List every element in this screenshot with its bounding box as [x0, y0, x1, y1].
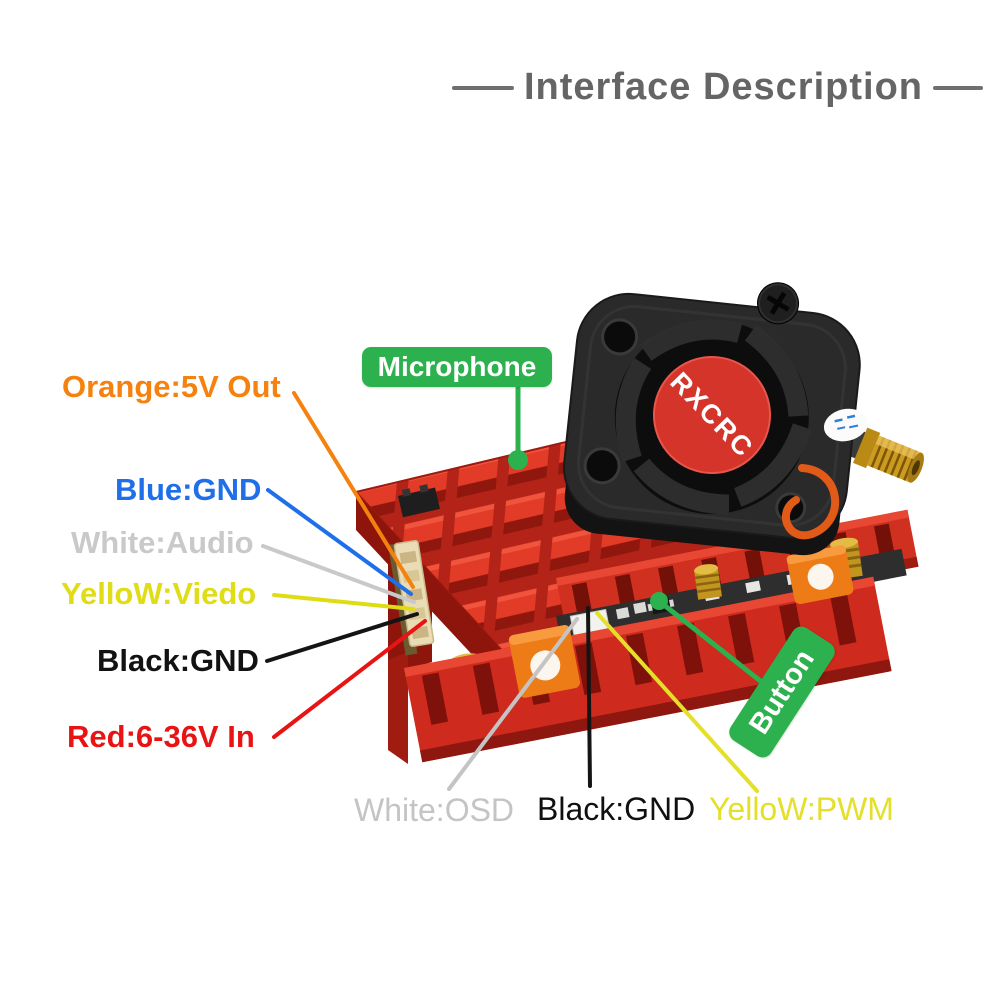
wire-label-orange-5v-out: Orange:5V Out [62, 369, 281, 404]
leader-yellow-viedo [272, 593, 415, 611]
fan-wire [781, 464, 840, 540]
title-dash-right [933, 85, 983, 90]
pad-label-white-osd: White:OSD [354, 792, 515, 828]
leader-button [656, 598, 766, 686]
leader-yellow-pwm [595, 611, 759, 793]
leader-blue [266, 488, 413, 596]
page-title: Interface Description [524, 66, 923, 108]
wire-label-red-power-in: Red:6-36V In [67, 719, 255, 754]
leader-red [272, 619, 427, 739]
mounting-tab-right [786, 545, 854, 605]
leader-orange [292, 391, 415, 589]
leader-white-audio [261, 544, 416, 604]
wire-label-yellow-video: YelloW:Viedo [61, 576, 257, 611]
button-point [650, 592, 668, 610]
microphone-point [508, 450, 528, 470]
pcb-connector-small [398, 484, 440, 518]
fan-blades [615, 319, 812, 515]
pad-label-black-gnd: Black:GND [537, 791, 696, 827]
leader-white-osd [447, 617, 579, 791]
wire-label-black-gnd: Black:GND [97, 643, 259, 678]
fan-spec-sticker [823, 408, 868, 442]
microphone-callout-tag: Microphone [362, 347, 552, 387]
page-title-row: Interface Description [452, 66, 983, 109]
pad-label-yellow-pwm: YelloW:PWM [709, 791, 894, 827]
sma-antenna-connector [839, 426, 924, 483]
wire-label-white-audio: White:Audio [71, 525, 254, 560]
title-dash-left [452, 85, 514, 90]
fan-screw [757, 282, 800, 325]
gold-screw-mid [694, 564, 722, 600]
leader-lines [261, 385, 766, 793]
wire-label-blue-gnd: Blue:GND [115, 472, 262, 507]
leader-black-gnd-bottom [586, 606, 592, 788]
cooling-fan: RXCRC [563, 282, 868, 556]
leader-black-gnd [265, 612, 419, 663]
